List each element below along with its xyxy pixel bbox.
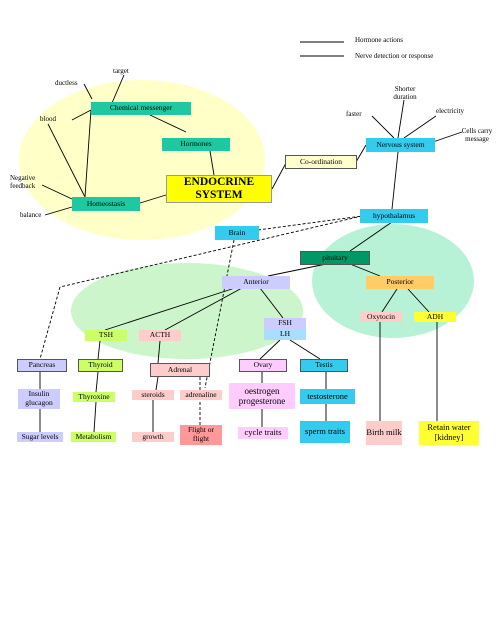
node-posterior: Posterior	[366, 276, 434, 289]
node-chemical-messenger: Chemical messenger	[91, 102, 191, 115]
node-homeostasis: Homeostasis	[72, 197, 140, 211]
node-oestrogen-progesterone: oestrogen progesterone	[229, 383, 295, 409]
label-balance: balance	[20, 211, 42, 219]
node-lh: LH	[264, 329, 306, 340]
label-faster: faster	[346, 110, 362, 118]
node-adrenal: Adrenal	[150, 363, 210, 377]
label-cells-carry-message: Cells carry message	[461, 127, 493, 143]
node-adrenaline: adrenaline	[180, 390, 222, 400]
node-growth: growth	[132, 432, 174, 442]
node-flight-or-fight: Flight or flight	[180, 425, 222, 445]
node-steroids: steroids	[132, 390, 174, 400]
node-acth: ACTH	[139, 330, 181, 341]
label-target: target	[113, 67, 129, 75]
node-testosterone: testosterone	[300, 389, 355, 404]
node-hormones: Hormones	[162, 138, 230, 151]
node-nervous-system: Nervous system	[366, 138, 435, 152]
node-birth-milk: Birth milk	[366, 421, 402, 445]
node-hypothalamus: hypothalamus	[360, 209, 428, 223]
label-blood: blood	[40, 115, 56, 123]
node-fsh: FSH	[264, 318, 306, 329]
node-testis: Testis	[300, 359, 348, 372]
node-thyroid: Thyroid	[78, 359, 123, 372]
legend-nerve-detection: Nerve detection or response	[355, 52, 434, 60]
node-oxytocin: Oxytocin	[360, 312, 402, 322]
node-thyroxine: Thyroxine	[73, 392, 115, 402]
node-endocrine-system: ENDOCRINE SYSTEM	[166, 175, 272, 203]
node-brain: Brain	[215, 226, 259, 240]
node-cycle-traits: cycle traits	[238, 427, 288, 439]
node-tsh: TSH	[85, 330, 127, 341]
label-negative-feedback: Negative feedback	[10, 174, 36, 190]
node-adh: ADH	[414, 312, 456, 322]
label-ductless: ductless	[55, 79, 78, 87]
node-coordination: Co-ordination	[285, 155, 357, 169]
node-insulin-glucagon: Insulin glucagon	[18, 389, 60, 409]
node-retain-water: Retain water [kidney]	[419, 421, 479, 445]
node-pituitary: pituitary	[300, 251, 370, 265]
node-ovary: Ovary	[239, 359, 287, 372]
label-electricity: electricity	[436, 107, 464, 115]
node-anterior: Anterior	[222, 276, 290, 289]
node-pancreas: Pancreas	[17, 359, 67, 372]
node-sugar-levels: Sugar levels	[17, 432, 63, 442]
label-shorter-duration: Shorter duration	[393, 85, 417, 101]
legend-hormone-actions: Hormone actions	[355, 36, 404, 44]
node-sperm-traits: sperm traits	[300, 421, 350, 443]
node-metabolism: Metabolism	[71, 432, 116, 442]
